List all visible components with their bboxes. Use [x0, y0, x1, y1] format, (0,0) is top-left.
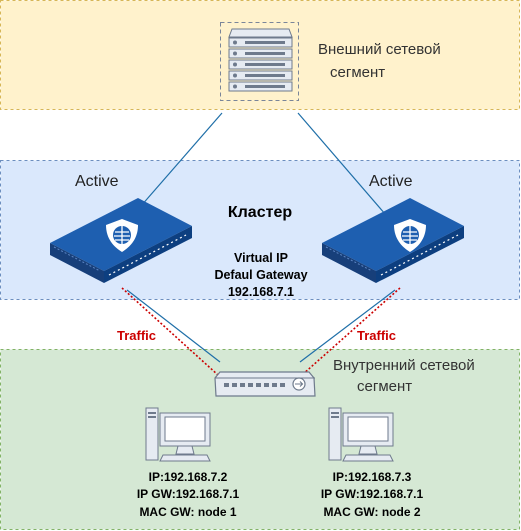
firewall-appliance-icon [50, 198, 192, 283]
desktop-computer-icon [145, 407, 211, 462]
network-switch-icon [214, 371, 316, 397]
traffic-label-left: Traffic [117, 328, 156, 343]
firewall-appliance-icon [322, 198, 464, 283]
right-status-label: Active [369, 173, 413, 190]
traffic-label-right: Traffic [357, 328, 396, 343]
link-right-switch [299, 289, 396, 363]
node2-mac: MAC GW: node 2 [323, 505, 420, 519]
external-segment-label-line2: сегмент [330, 64, 385, 81]
external-segment-label-line1: Внешний сетевой [318, 41, 441, 58]
server-rack-icon [220, 22, 299, 101]
vip-line-2: Defaul Gateway [214, 268, 307, 282]
node1-mac: MAC GW: node 1 [139, 505, 236, 519]
cluster-title: Кластер [228, 204, 292, 221]
vip-line-1: Virtual IP [234, 251, 288, 265]
link-left-switch [126, 289, 221, 363]
left-status-label: Active [75, 173, 119, 190]
vip-line-3: 192.168.7.1 [228, 285, 294, 299]
node1-gw: IP GW:192.168.7.1 [137, 487, 240, 501]
internal-segment-label-line1: Внутренний сетевой [333, 357, 475, 374]
node2-ip: IP:192.168.7.3 [333, 470, 412, 484]
node1-ip: IP:192.168.7.2 [149, 470, 228, 484]
link-server-right [297, 112, 393, 223]
traffic-path-right [301, 287, 401, 376]
desktop-computer-icon [328, 407, 394, 462]
traffic-path-left [121, 287, 219, 376]
internal-segment-label-line2: сегмент [357, 378, 412, 395]
node2-gw: IP GW:192.168.7.1 [321, 487, 424, 501]
